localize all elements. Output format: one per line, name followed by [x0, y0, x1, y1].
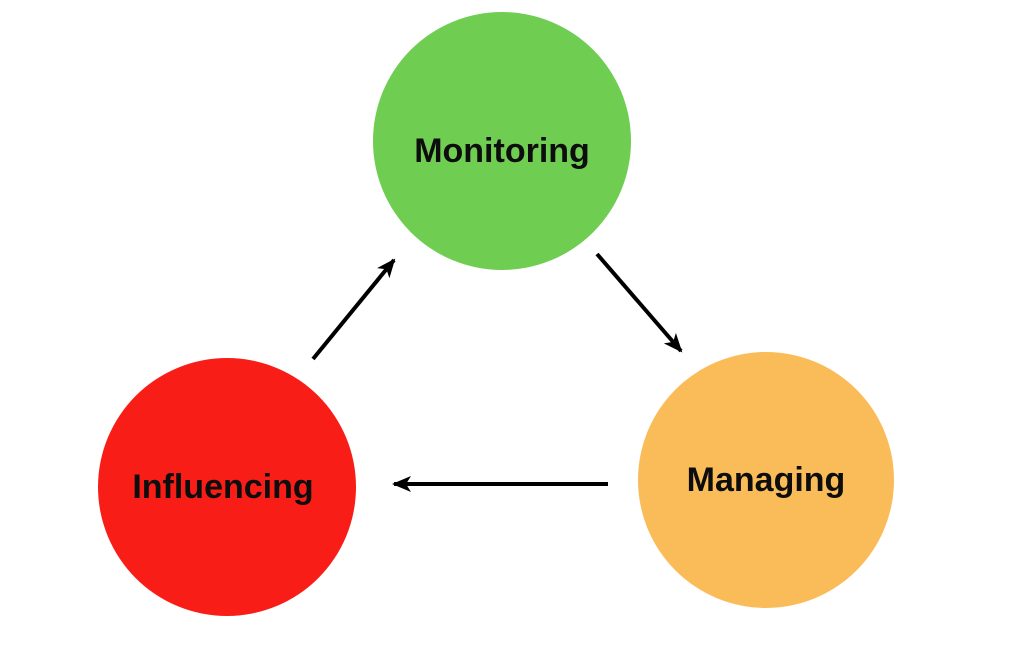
arrow-influencing-to-monitoring — [311, 258, 396, 361]
node-monitoring: Monitoring — [373, 12, 631, 270]
node-managing-label: Managing — [686, 460, 846, 499]
node-monitoring-label: Monitoring — [414, 131, 590, 170]
node-managing: Managing — [638, 352, 894, 608]
node-influencing: Influencing — [98, 358, 356, 616]
arrow-monitoring-to-managing — [595, 252, 683, 353]
node-influencing-label: Influencing — [132, 467, 314, 506]
